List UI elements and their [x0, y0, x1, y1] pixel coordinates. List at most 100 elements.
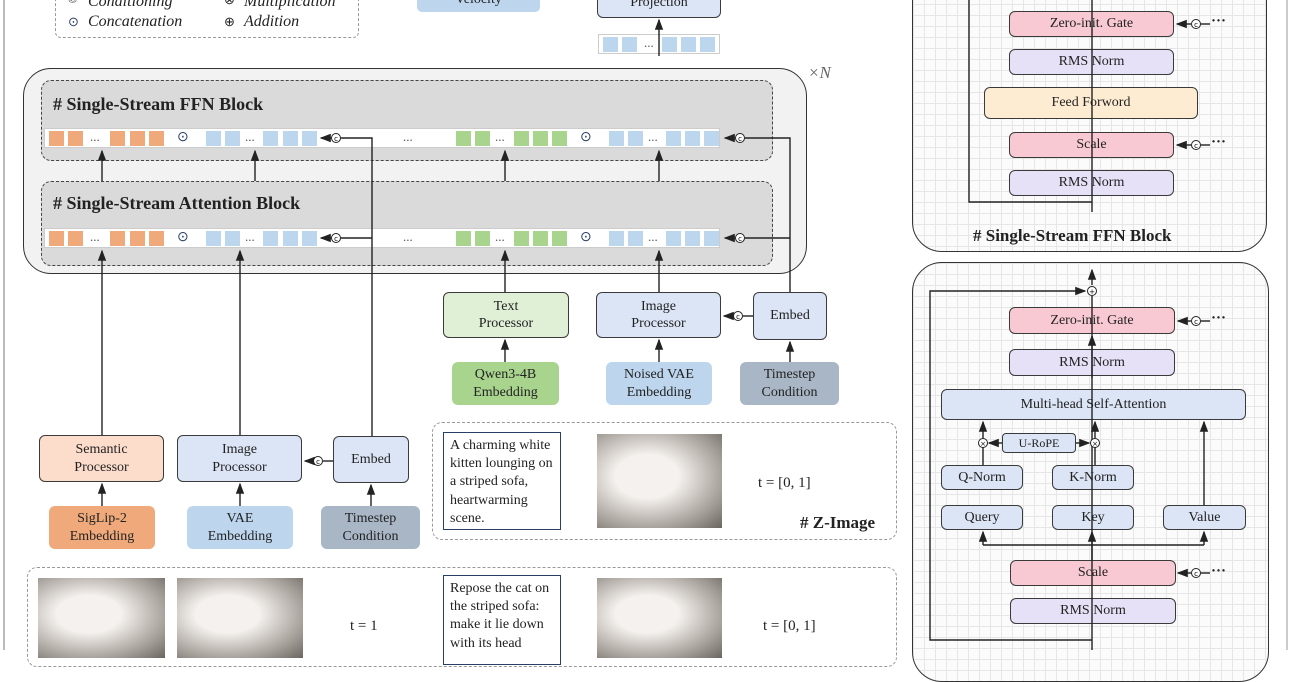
concatenation-icon: ⊙ [177, 230, 189, 245]
semantic-token [68, 131, 83, 146]
image-token [666, 231, 681, 246]
attn-scale: Scale [1010, 560, 1176, 586]
conditioning-icon [313, 456, 323, 466]
ellipsis: ... [403, 229, 413, 244]
image-token [603, 37, 618, 52]
conditioning-icon [733, 311, 743, 321]
qwen-embedding: Qwen3-4B Embedding [452, 362, 559, 405]
image-processor-right: Image Processor [596, 292, 721, 338]
semantic-token [110, 131, 125, 146]
legend-concatenation: Concatenation [88, 13, 183, 30]
semantic-token [68, 231, 83, 246]
semantic-token [130, 131, 145, 146]
zimage-title: # Z-Image [800, 513, 876, 532]
semantic-processor: Semantic Processor [39, 435, 164, 482]
image-token [283, 131, 298, 146]
ellipsis: ... [90, 129, 100, 144]
legend-concatenation-icon: ⊙ [68, 14, 79, 29]
image-token [263, 231, 278, 246]
embed-left: Embed [333, 436, 409, 483]
text-token [552, 131, 567, 146]
image-token [263, 131, 278, 146]
attention-block-title: # Single-Stream Attention Block [53, 193, 301, 213]
ellipsis: ... [644, 35, 654, 50]
zimage-cat-photo [597, 434, 722, 528]
legend-addition: Addition [244, 13, 300, 30]
left-edge [3, 0, 5, 650]
attn-scale-cond-dots: ··· [1211, 563, 1227, 579]
query: Query [941, 505, 1023, 530]
value: Value [1163, 505, 1246, 530]
u-rope: U-RoPE [1002, 433, 1076, 453]
ellipsis: ... [495, 129, 505, 144]
image-token [704, 231, 719, 246]
text-token [456, 231, 471, 246]
image-token [622, 37, 637, 52]
image-token [225, 131, 240, 146]
legend-conditioning-icon: © [68, 0, 77, 7]
edit-t-right: t = [0, 1] [763, 618, 816, 634]
text-token [475, 131, 490, 146]
zimage-example [432, 422, 897, 540]
text-token [552, 231, 567, 246]
concatenation-icon: ⊙ [580, 230, 592, 245]
edit-input-cat-photo [38, 578, 165, 658]
ffn-rms-norm-2: RMS Norm [1009, 170, 1174, 196]
legend-multiplication-icon: ⊗ [224, 0, 235, 8]
zimage-t-label: t = [0, 1] [758, 475, 811, 491]
image-token [628, 231, 643, 246]
legend-multiplication: Multiplication [244, 0, 336, 10]
edit-t-left: t = 1 [350, 618, 378, 634]
text-token [456, 131, 471, 146]
embed-right: Embed [753, 292, 827, 340]
image-token [628, 131, 643, 146]
text-token [533, 131, 548, 146]
ffn-block-title: # Single-Stream FFN Block [53, 94, 264, 114]
concatenation-icon: ⊙ [177, 130, 189, 145]
image-processor-left: Image Processor [177, 435, 302, 482]
edit-prompt: Repose the cat on the striped sofa: make… [443, 575, 561, 665]
ellipsis: ... [90, 229, 100, 244]
text-token [475, 231, 490, 246]
legend [55, 0, 359, 38]
semantic-token [130, 231, 145, 246]
text-token [514, 231, 529, 246]
ellipsis: ... [403, 129, 413, 144]
q-norm: Q-Norm [941, 465, 1023, 490]
ellipsis: ... [648, 129, 658, 144]
image-token [704, 131, 719, 146]
text-token [514, 131, 529, 146]
attention-block [41, 181, 773, 266]
multi-head-self-attention: Multi-head Self-Attention [941, 389, 1246, 420]
ffn-rms-norm-1: RMS Norm [1009, 49, 1174, 75]
noised-vae-embedding: Noised VAE Embedding [606, 362, 712, 405]
image-token [685, 231, 700, 246]
image-token [666, 131, 681, 146]
edit-output-cat-photo [597, 578, 722, 658]
conditioning-icon-glyph: c [736, 313, 740, 321]
projection-box: Projection [597, 0, 721, 18]
image-token [302, 231, 317, 246]
attn-gate-cond-dots: ··· [1211, 310, 1227, 326]
ffn-zero-gate: Zero-init. Gate [1009, 11, 1174, 37]
image-token [225, 231, 240, 246]
image-token [700, 37, 715, 52]
image-token [662, 37, 677, 52]
ellipsis: ... [245, 129, 255, 144]
semantic-token [110, 231, 125, 246]
ffn-detail-title: # Single-Stream FFN Block [973, 226, 1172, 245]
key: Key [1052, 505, 1134, 530]
repeat-label: ×N [808, 63, 831, 82]
attn-rms-norm-1: RMS Norm [1009, 349, 1175, 376]
conditioning-icon-glyph: c [316, 458, 320, 466]
attn-rms-norm-2: RMS Norm [1010, 598, 1176, 624]
semantic-token [149, 231, 164, 246]
image-token [283, 231, 298, 246]
semantic-token [149, 131, 164, 146]
k-norm: K-Norm [1052, 465, 1134, 490]
semantic-token [49, 131, 64, 146]
zimage-prompt: A charming white kitten lounging on a st… [443, 432, 561, 530]
ffn-scale: Scale [1009, 132, 1174, 158]
legend-addition-icon: ⊕ [224, 14, 235, 29]
image-token [206, 131, 221, 146]
